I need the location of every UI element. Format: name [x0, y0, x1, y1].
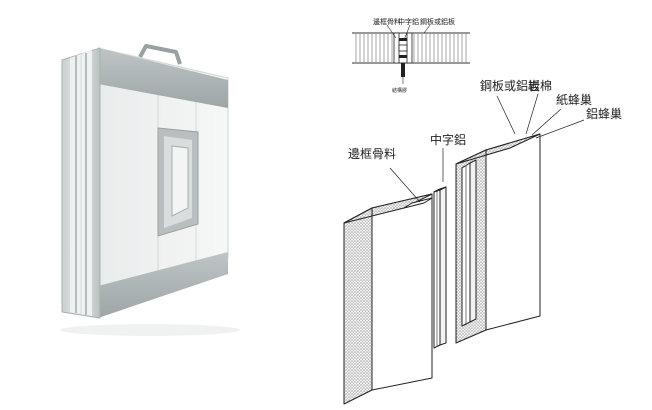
- callout-sheet: 鋼板或鋁板: [480, 79, 540, 93]
- detail-label-sheet: 鋼板或鋁板: [420, 17, 455, 26]
- callout-al-honeycomb: 鋁蜂巢: [586, 107, 622, 121]
- callout-rockwool: 岩棉: [528, 78, 552, 93]
- right-panel: [455, 133, 541, 344]
- callout-frame: 邊框骨料: [348, 147, 396, 161]
- section-detail: 邊框骨料 中字鋁 鋼板或鋁板 結構膠: [352, 17, 470, 94]
- window-opening: [171, 145, 189, 217]
- detail-label-bottom: 結構膠: [392, 87, 407, 94]
- left-panel: [343, 193, 433, 405]
- h-profile-strip: [433, 186, 447, 349]
- callout-labels: 鋼板或鋁板 岩棉 紙蜂巢 鋁蜂巢 中字鋁 邊框骨料: [348, 78, 622, 161]
- callout-h-profile: 中字鋁: [430, 132, 466, 147]
- bottom-rail: [98, 252, 228, 318]
- exploded-drawing: [343, 93, 585, 405]
- top-rail: [98, 48, 228, 108]
- handle: [138, 44, 182, 65]
- callout-paper-honeycomb: 紙蜂巢: [556, 92, 592, 107]
- detail-label-h-profile: 中字鋁: [398, 17, 419, 26]
- detail-label-frame: 邊框骨料: [373, 17, 401, 26]
- panel-photo: [60, 44, 240, 336]
